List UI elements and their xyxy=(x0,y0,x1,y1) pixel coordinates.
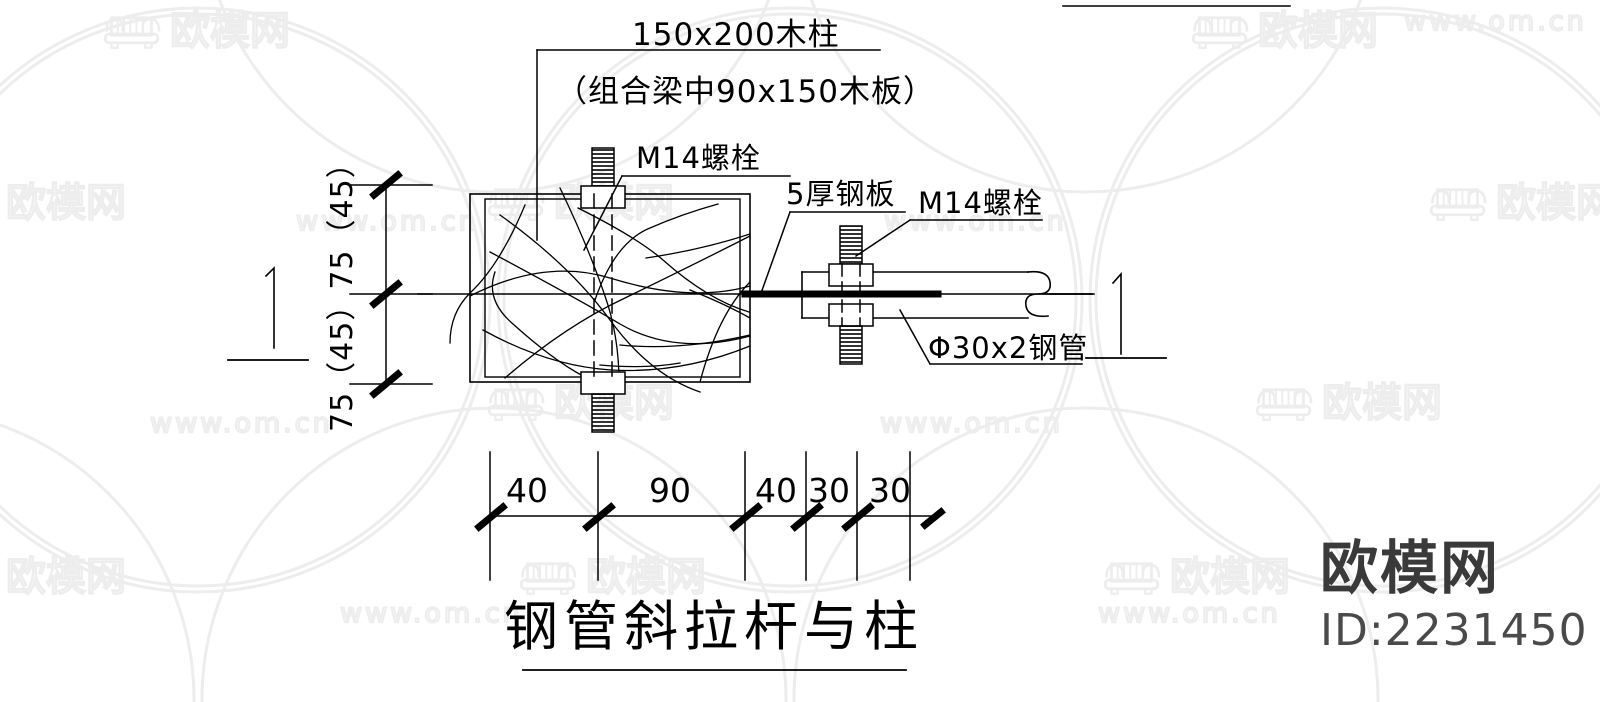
wood-grain-texture xyxy=(449,187,751,393)
vertical-dimension-text: 75（45）75（45） xyxy=(325,147,360,432)
logo-id-text: ID:2231450 xyxy=(1320,605,1588,656)
vdim-tick-group xyxy=(369,170,403,399)
hdim-value-4: 30 xyxy=(869,471,911,510)
leader-bolt-right xyxy=(854,218,912,258)
watermark-brand-text: 欧模网 xyxy=(170,8,290,54)
label-steel-pipe: Φ30x2钢管 xyxy=(928,331,1088,365)
watermark-url-text: www.om.cn xyxy=(884,206,1067,237)
hdim-value-0: 40 xyxy=(506,471,548,510)
label-bolt-top: M14螺栓 xyxy=(636,141,761,175)
logo-brand-text: 欧模网 xyxy=(1320,534,1500,602)
hdim-value-3: 30 xyxy=(808,471,850,510)
watermark-brand-text: 欧模网 xyxy=(1170,554,1290,600)
watermark-url-text: www.om.cn xyxy=(880,408,1063,439)
pipe-break-line xyxy=(1024,270,1052,318)
leader-steel-pipe xyxy=(898,308,932,366)
pipe-bolt-thread-bottom xyxy=(839,325,863,365)
watermark-url-text: www.om.cn xyxy=(1404,6,1587,37)
watermark-url-text: www.om.cn xyxy=(150,408,333,439)
leader-bolt-top xyxy=(582,174,624,252)
hdim-value-1: 90 xyxy=(649,471,691,510)
watermark-brand-text: 欧模网 xyxy=(1322,380,1442,426)
drawing-title: 钢管斜拉杆与柱 xyxy=(504,595,924,658)
hdim-tick-group xyxy=(474,502,946,532)
watermark-brand-text: 欧模网 xyxy=(1496,180,1600,226)
watermark-brand-text: 欧模网 xyxy=(1258,8,1378,54)
label-column: 150x200木柱 xyxy=(632,17,840,53)
section-marker-left-glyph xyxy=(264,266,275,349)
watermark-brand-text: 欧模网 xyxy=(586,554,706,600)
watermark-url-text: www.om.cn xyxy=(340,598,523,629)
pipe-bolt-nut-top xyxy=(828,263,874,287)
label-bolt-right: M14螺栓 xyxy=(918,186,1043,220)
watermark-brand-text: 欧模网 xyxy=(6,180,126,226)
label-steel-plate: 5厚钢板 xyxy=(786,177,895,211)
watermark-brand-text: 欧模网 xyxy=(6,554,126,600)
watermark-url-text: www.om.cn xyxy=(1098,598,1281,629)
label-beam-board: （组合梁中90x150木板） xyxy=(556,74,935,110)
hdim-value-2: 40 xyxy=(755,471,797,510)
leader-steel-plate xyxy=(759,211,791,297)
bolt-thread-bottom xyxy=(591,393,615,433)
section-marker-right-glyph xyxy=(1111,271,1122,355)
